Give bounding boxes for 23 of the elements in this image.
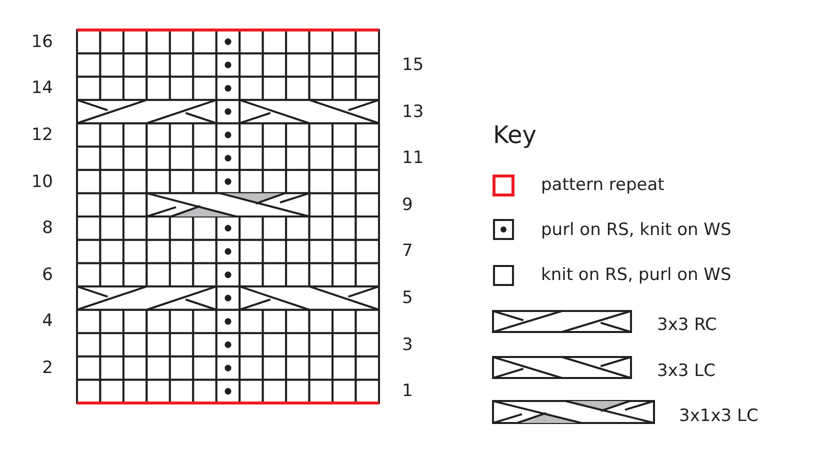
row-number: 13 [402, 102, 424, 122]
row-number: 11 [402, 148, 424, 168]
legend-text: 3x1x3 LC [679, 406, 758, 426]
row-number: 8 [42, 218, 53, 238]
legend-text: purl on RS, knit on WS [541, 220, 732, 240]
row-number: 16 [31, 32, 53, 52]
key-heading: Key [493, 121, 537, 149]
legend-text: 3x3 RC [657, 315, 717, 335]
row-number: 3 [402, 334, 413, 355]
row-number: 10 [31, 172, 53, 192]
row-number: 2 [42, 358, 53, 378]
legend-text: pattern repeat [541, 175, 664, 195]
row-number: 4 [42, 311, 53, 332]
row-number: 5 [402, 288, 413, 308]
legend-text: knit on RS, purl on WS [541, 265, 732, 285]
row-number: 1 [402, 381, 413, 402]
legend-text: 3x3 LC [657, 361, 716, 381]
row-number: 15 [402, 54, 424, 75]
row-number: 9 [402, 194, 413, 215]
row-number: 6 [42, 264, 53, 285]
row-number: 7 [402, 241, 413, 262]
row-number: 14 [31, 78, 53, 98]
row-number: 12 [31, 124, 53, 145]
